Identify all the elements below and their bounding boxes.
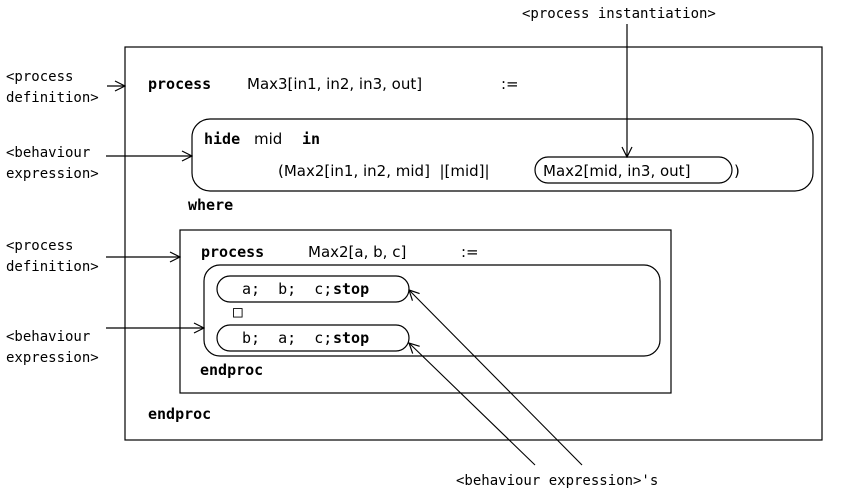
inner-process-signature: Max2[a, b, c]	[308, 243, 407, 261]
behaviour-expressions-label: <behaviour expression>'s	[456, 473, 659, 489]
instantiation-oval	[534, 156, 733, 184]
process-definition-label-2: <process definition>	[6, 238, 99, 275]
branch2-stop: stop	[333, 329, 370, 347]
arrow-behaviour-expressions-2	[409, 343, 536, 466]
hide-keyword: hide	[204, 130, 241, 148]
inner-process-box	[179, 229, 672, 394]
inner-process-assign: :=	[461, 243, 479, 261]
arrow-behaviour-expressions-1	[409, 290, 583, 466]
inner-behaviour-box	[203, 264, 661, 357]
outer-process-box	[124, 46, 823, 441]
inner-endproc-keyword: endproc	[200, 361, 264, 379]
behaviour-expression-label-2: <behaviour expression>	[6, 329, 99, 366]
hide-gate: mid	[254, 130, 283, 148]
outer-process-keyword: process	[148, 75, 212, 93]
outer-process-assign: :=	[501, 75, 519, 93]
outer-process-signature: Max3[in1, in2, in3, out]	[247, 75, 423, 93]
outer-expression-left: (Max2[in1, in2, mid] |[mid]|	[278, 162, 490, 180]
inner-process-keyword: process	[201, 243, 265, 261]
behaviour-expression-label-1: <behaviour expression>	[6, 145, 99, 182]
outer-expression-instantiation: Max2[mid, in3, out]	[543, 162, 691, 180]
branch2-actions: b; a; c;	[242, 329, 333, 347]
process-instantiation-label: <process instantiation>	[522, 6, 716, 22]
process-definition-label-1: <process definition>	[6, 69, 99, 106]
branch1-stop: stop	[333, 280, 370, 298]
choice-symbol: □	[233, 302, 243, 321]
branch2-oval	[216, 324, 410, 352]
outer-endproc-keyword: endproc	[148, 405, 212, 423]
outer-behaviour-box	[191, 118, 814, 192]
outer-expression-close: )	[734, 162, 740, 180]
in-keyword: in	[302, 130, 321, 148]
where-keyword: where	[188, 196, 234, 214]
branch1-oval	[216, 275, 410, 303]
branch1-actions: a; b; c;	[242, 280, 333, 298]
